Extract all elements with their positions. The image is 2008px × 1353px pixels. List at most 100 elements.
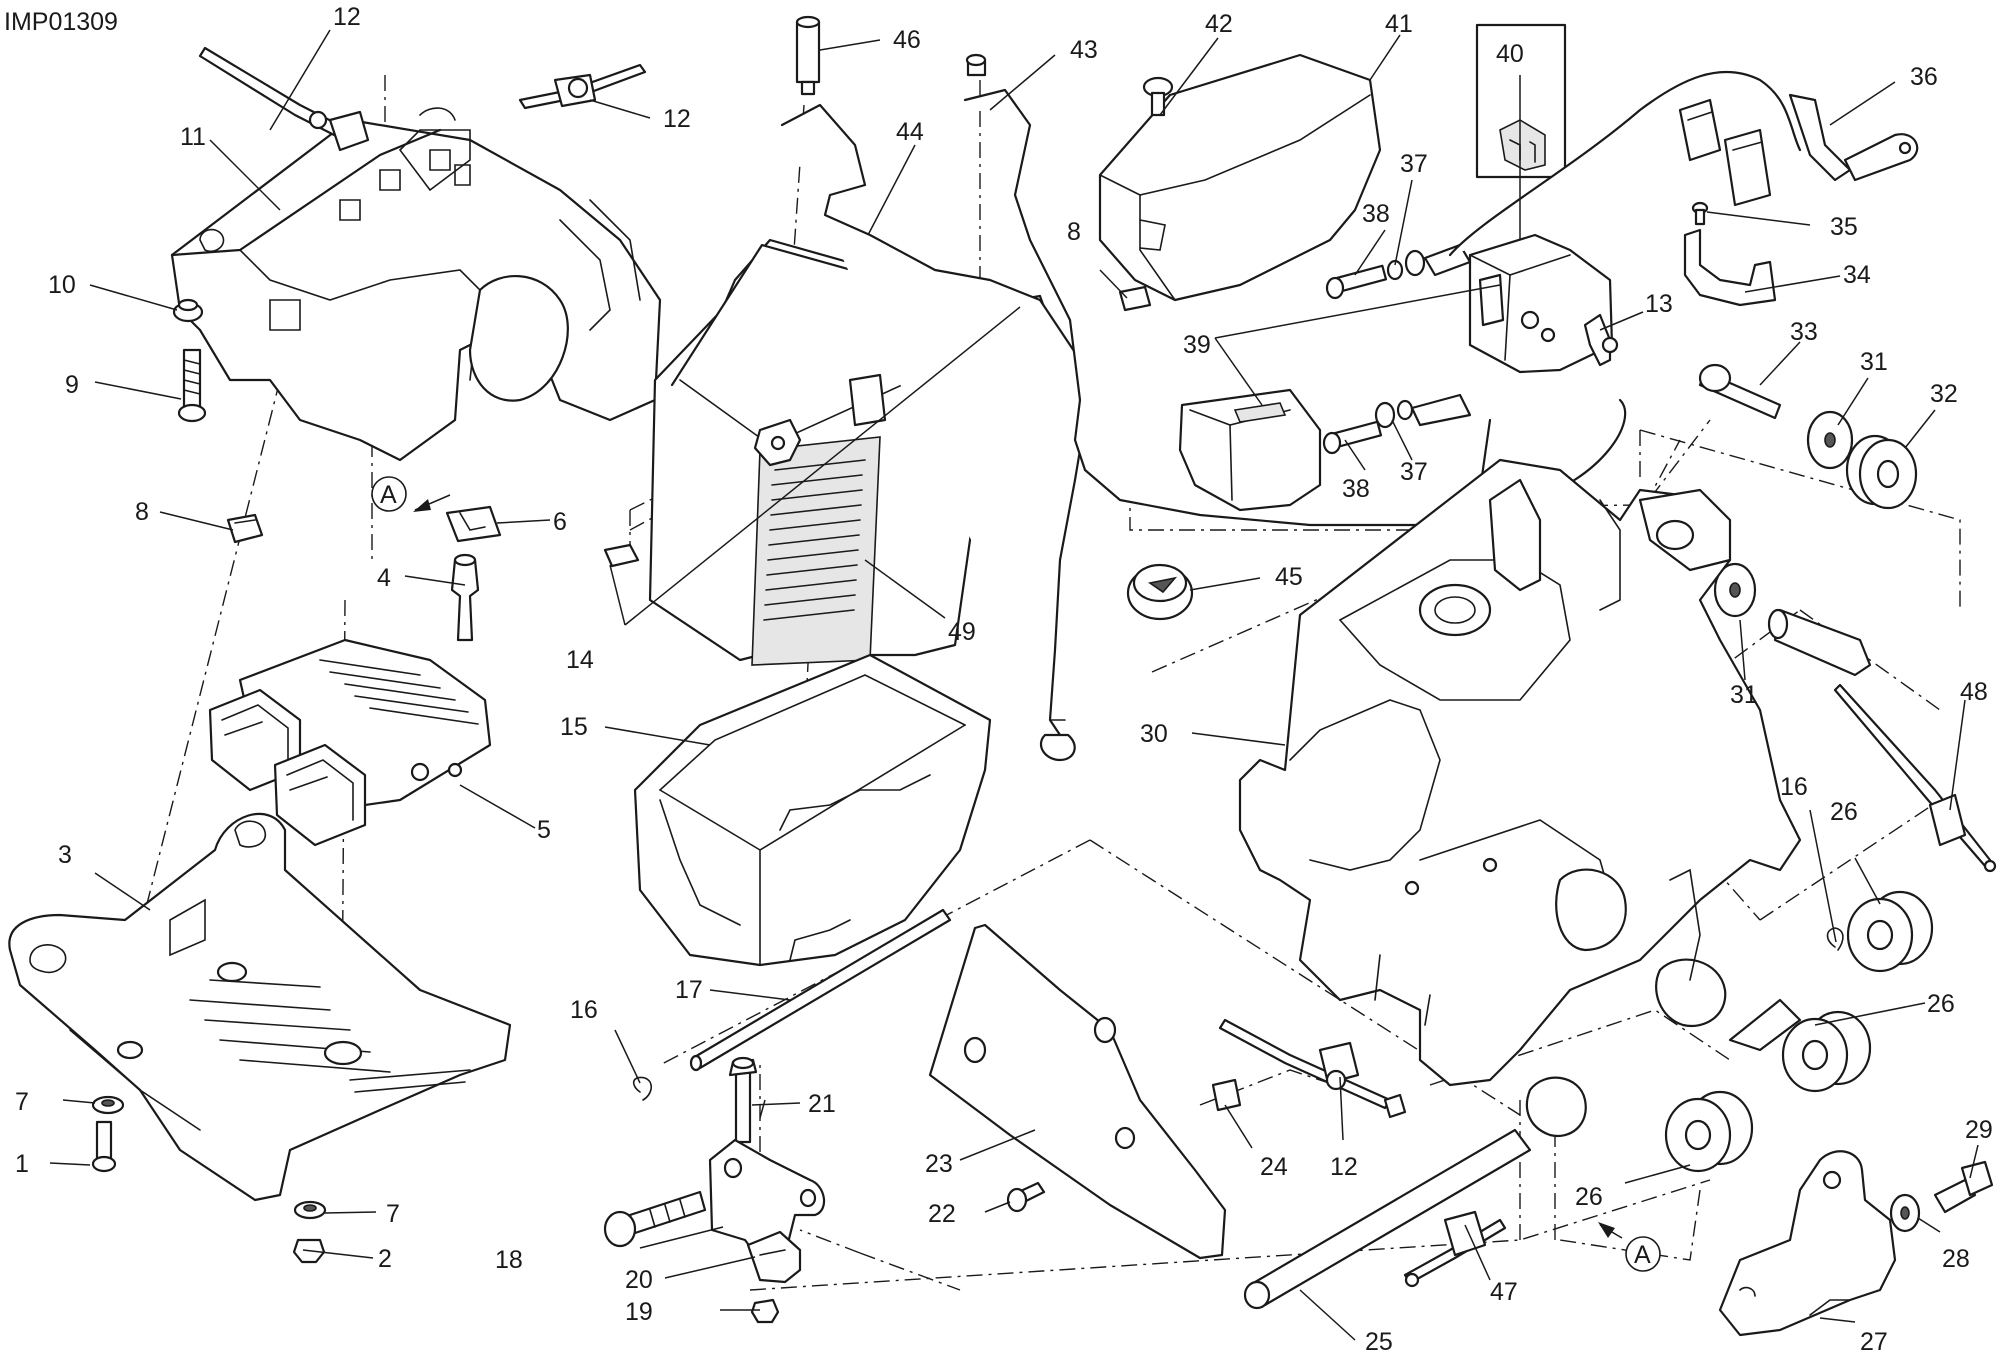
callout-38-lower: 38 (1342, 475, 1370, 503)
part-42-screw (1142, 76, 1174, 117)
drawing-reference-code: IMP01309 (4, 8, 118, 36)
callout-13: 13 (1645, 290, 1673, 318)
callout-41: 41 (1385, 10, 1413, 38)
callout-numbers: 1 2 3 4 5 6 7 7 8 8 9 10 11 12 12 12 13 … (15, 3, 1993, 1353)
callout-7-upper: 7 (15, 1088, 29, 1116)
callout-12-bottom: 12 (1330, 1153, 1358, 1181)
callout-17: 17 (675, 976, 703, 1004)
part-30-subframe (1238, 458, 1802, 1138)
part-10-washer-nut (172, 298, 204, 323)
part-8-clip-left (226, 513, 264, 544)
callout-25: 25 (1365, 1328, 1393, 1353)
part-4-stud (450, 553, 480, 642)
part-37-washer-upper (1386, 243, 1472, 281)
callout-32: 32 (1930, 380, 1958, 408)
callout-15: 15 (560, 713, 588, 741)
callout-34: 34 (1843, 261, 1871, 289)
part-22-screw (1006, 1181, 1046, 1213)
part-12-cable-tie-bottom (1218, 1018, 1407, 1119)
part-9-screw (177, 348, 207, 423)
part-45-cap (1126, 563, 1194, 621)
part-23-cover-plate (928, 923, 1227, 1260)
part-35-connector-pair (1678, 98, 1772, 207)
part-40-fuse-frame (1475, 23, 1567, 179)
callout-2: 2 (378, 1245, 392, 1273)
part-17-rod (689, 908, 952, 1072)
callout-47: 47 (1490, 1278, 1518, 1306)
callout-29: 29 (1965, 1116, 1993, 1144)
callout-31-lower: 31 (1730, 681, 1758, 709)
callout-8-right: 8 (1067, 218, 1081, 246)
callout-48: 48 (1960, 678, 1988, 706)
part-31-washer-lower (1713, 562, 1757, 618)
callout-8-left: 8 (135, 498, 149, 526)
callout-49: 49 (948, 618, 976, 646)
part-38-screw-upper (1325, 264, 1388, 300)
part-24-clip (1211, 1078, 1242, 1112)
part-3-bottom-tray (8, 812, 512, 1202)
callout-20: 20 (625, 1266, 653, 1294)
callout-22: 22 (928, 1200, 956, 1228)
part-25-shaft (1243, 1128, 1532, 1310)
part-32-grommet (1845, 434, 1918, 510)
callout-27: 27 (1860, 1328, 1888, 1353)
callout-28: 28 (1942, 1245, 1970, 1273)
part-1-screw (91, 1120, 117, 1173)
callout-26-bottom: 26 (1575, 1183, 1603, 1211)
callout-12-right: 12 (663, 105, 691, 133)
part-29-screw (1933, 1160, 1994, 1214)
callout-44: 44 (896, 118, 924, 146)
part-13-clip (1583, 313, 1619, 367)
part-11-upper-bracket (170, 107, 662, 462)
part-16-spring-clip-right (1826, 927, 1844, 951)
callout-7-lower: 7 (386, 1200, 400, 1228)
part-33-bolt (1698, 363, 1782, 420)
part-44-battery-cable-negative (780, 103, 1087, 762)
callout-39: 39 (1183, 331, 1211, 359)
part-26-roller-top (1846, 890, 1934, 973)
svg-text:A: A (380, 481, 397, 509)
callout-33: 33 (1790, 318, 1818, 346)
callout-37-upper: 37 (1400, 150, 1428, 178)
callout-11: 11 (180, 123, 206, 151)
part-46-spacer (795, 15, 821, 96)
callout-38-upper: 38 (1362, 200, 1390, 228)
part-12-cable-tie-right (518, 63, 647, 110)
part-7-washer-lower (293, 1200, 327, 1220)
callout-10: 10 (48, 271, 76, 299)
part-31-washer-upper (1806, 410, 1854, 470)
part-35-screw (1691, 201, 1709, 226)
part-12-cable-tie-left (198, 46, 370, 152)
callout-37-lower: 37 (1400, 458, 1428, 486)
callout-40: 40 (1496, 40, 1524, 68)
part-47-cable-tie (1403, 1210, 1507, 1288)
callout-36: 36 (1910, 63, 1938, 91)
callout-14: 14 (566, 646, 594, 674)
view-marker-a-right: A (1598, 1222, 1661, 1272)
callout-43: 43 (1070, 36, 1098, 64)
callout-35: 35 (1830, 213, 1858, 241)
callout-4: 4 (377, 564, 391, 592)
part-34-bracket (1683, 228, 1777, 307)
part-7-washer-upper (91, 1095, 125, 1115)
callout-24: 24 (1260, 1153, 1288, 1181)
part-8-clip-right (1118, 285, 1152, 312)
callout-12-top: 12 (333, 3, 361, 31)
callout-21: 21 (808, 1090, 836, 1118)
part-39-starter-relay (1178, 233, 1614, 512)
callout-23: 23 (925, 1150, 953, 1178)
part-48-cable-tie (1833, 683, 1997, 873)
part-14-pad-left (603, 543, 640, 568)
part-15-battery-tray (633, 653, 992, 967)
callout-18: 18 (495, 1246, 523, 1274)
part-20-bracket (708, 1138, 826, 1284)
part-26-roller-bottom (1664, 1090, 1754, 1173)
part-6-clip (445, 505, 502, 543)
part-31-spacer (1767, 608, 1872, 677)
callout-16-right: 16 (1780, 773, 1808, 801)
callout-16-left: 16 (570, 996, 598, 1024)
callout-31-upper: 31 (1860, 348, 1888, 376)
callout-1: 1 (15, 1150, 29, 1178)
part-41-terminal-cover (1098, 53, 1382, 302)
